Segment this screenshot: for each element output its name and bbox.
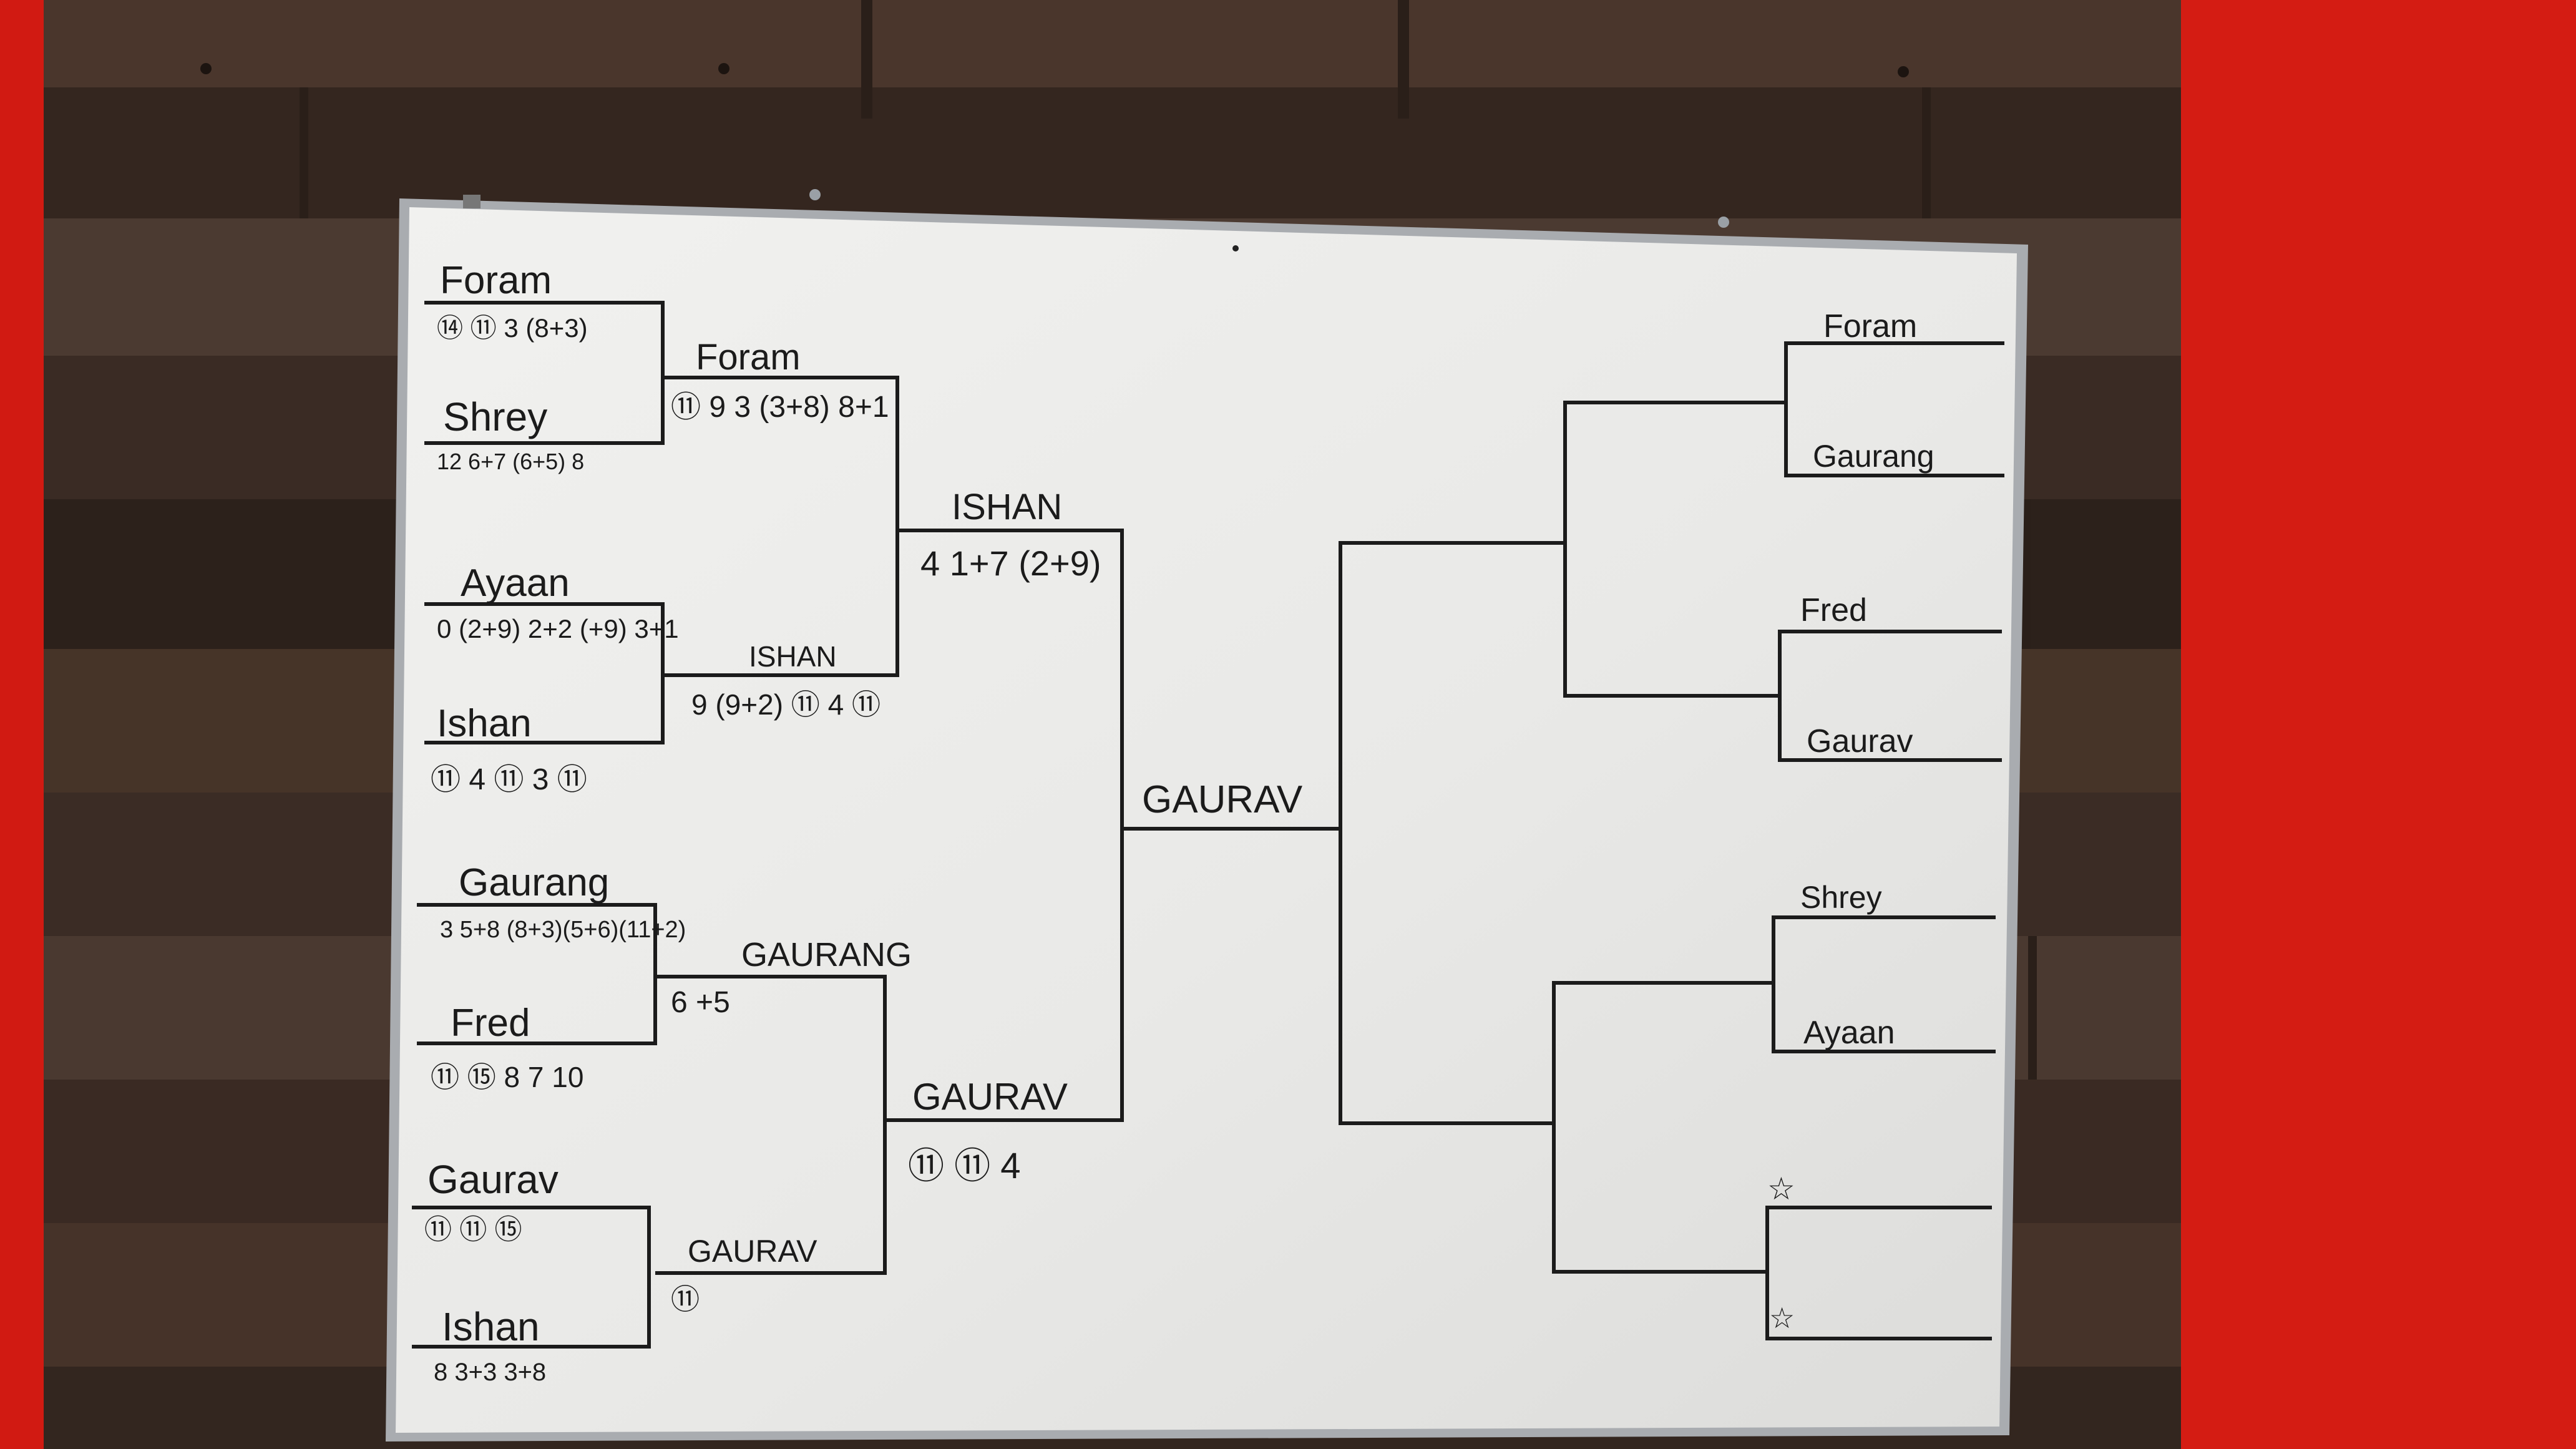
- player-name: Shrey: [1800, 880, 1882, 915]
- bracket-left-round2: Foram ⑪ 9 3 (3+8) 8+1 ISHAN 9 (9+2) ⑪ 4 …: [671, 337, 912, 1315]
- bracket-left-lines: [412, 301, 1340, 1349]
- player-name: Ishan: [442, 1304, 540, 1349]
- player-name: GAURAV: [912, 1076, 1068, 1118]
- whiteboard: [386, 189, 2028, 1442]
- player-name: Ayaan: [461, 562, 570, 605]
- player-name: GAURANG: [741, 936, 912, 973]
- player-scores: 6 +5: [671, 986, 730, 1019]
- player-name: ISHAN: [749, 640, 837, 673]
- player-scores: 12 6+7 (6+5) 8: [437, 449, 584, 474]
- bracket-left-round1: Foram ⑭ ⑪ 3 (8+3) Shrey 12 6+7 (6+5) 8 A…: [424, 259, 686, 1386]
- red-wall-right: [2181, 0, 2576, 1449]
- player-name: Gaurang: [459, 861, 609, 904]
- bracket-left-round3: ISHAN 4 1+7 (2+9) GAURAV ⑪ ⑪ 4: [908, 487, 1101, 1186]
- player-name: ☆: [1767, 1171, 1795, 1206]
- player-name: Foram: [440, 259, 552, 302]
- bracket-right-lines: [1339, 341, 2004, 1340]
- finalist-name: GAURAV: [1142, 778, 1303, 821]
- player-scores: ⑪ ⑮ 8 7 10: [431, 1061, 583, 1093]
- player-name: ISHAN: [952, 487, 1062, 527]
- player-scores: 9 (9+2) ⑪ 4 ⑪: [691, 688, 881, 721]
- player-scores: ⑭ ⑪ 3 (8+3): [437, 313, 588, 343]
- player-name: GAURAV: [688, 1234, 817, 1269]
- player-name: Fred: [1800, 592, 1867, 628]
- bracket-right-entries: Foram Gaurang Fred Gaurav Shrey Ayaan ☆ …: [1767, 308, 1934, 1334]
- player-scores: 4 1+7 (2+9): [920, 544, 1101, 583]
- player-name: Foram: [1823, 308, 1917, 344]
- player-scores: ⑪: [671, 1283, 700, 1315]
- player-scores: 3 5+8 (8+3)(5+6)(11+2): [440, 917, 686, 943]
- player-name: Gaurang: [1813, 439, 1934, 474]
- player-name: Foram: [696, 337, 801, 378]
- player-name: Gaurav: [427, 1157, 559, 1202]
- player-scores: ⑪ ⑪ 4: [908, 1146, 1021, 1186]
- player-scores: ⑪ ⑪ ⑮: [424, 1214, 522, 1245]
- red-wall-left: [0, 0, 44, 1449]
- player-name: Gaurav: [1807, 723, 1913, 759]
- player-name: Fred: [451, 1002, 530, 1045]
- player-scores: ⑪ 9 3 (3+8) 8+1: [671, 391, 889, 424]
- player-scores: 8 3+3 3+8: [434, 1359, 546, 1386]
- player-scores: 0 (2+9) 2+2 (+9) 3+1: [437, 614, 679, 643]
- player-name: Ayaan: [1803, 1015, 1895, 1051]
- player-scores: ⑪ 4 ⑪ 3 ⑪: [431, 763, 587, 796]
- player-name: ☆: [1769, 1302, 1795, 1334]
- player-name: Ishan: [437, 702, 532, 745]
- player-name: Shrey: [443, 394, 547, 439]
